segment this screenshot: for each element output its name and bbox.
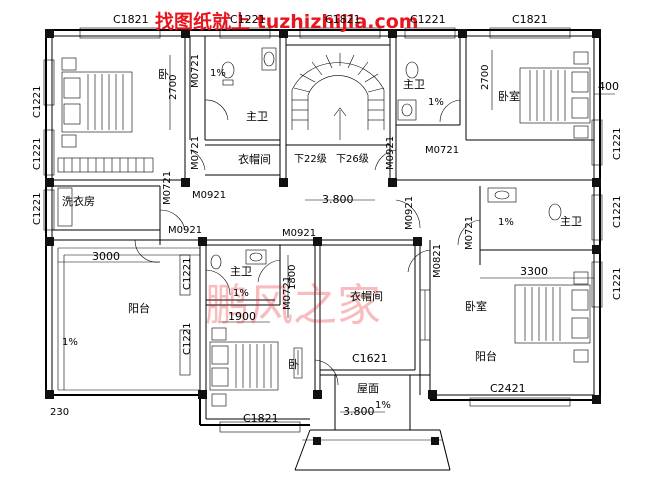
window-label: C1221 xyxy=(32,86,43,118)
door-label: M0721 xyxy=(282,276,293,310)
room-name: 卧室 xyxy=(465,299,487,313)
door-label: M0721 xyxy=(464,216,475,250)
window-label: C1221 xyxy=(612,196,623,228)
window-label: C1221 xyxy=(182,323,193,355)
washing-machine-icon xyxy=(57,187,73,227)
slope-label: 1% xyxy=(375,400,391,411)
sink-icon xyxy=(245,249,267,265)
door-label: M0721 xyxy=(162,171,173,205)
dimension-label: 3300 xyxy=(520,265,548,278)
sink-icon xyxy=(397,99,417,121)
room-name: 屋面 xyxy=(357,382,379,395)
window-label: C1821 xyxy=(243,412,279,425)
bed-icon xyxy=(519,51,591,139)
room-name: 阳台 xyxy=(128,301,150,315)
bed-icon xyxy=(209,327,279,407)
door-label: M0921 xyxy=(404,196,415,230)
structural-columns xyxy=(45,29,601,445)
door-label: M0721 xyxy=(190,54,201,88)
room-name: 衣帽间 xyxy=(238,152,271,166)
dimension-label: 2700 xyxy=(480,65,491,90)
slope-label: 1% xyxy=(498,217,514,228)
door-label: M0821 xyxy=(432,244,443,278)
window-label: C1221 xyxy=(32,138,43,170)
watermark-text: 鹏风之家 xyxy=(205,280,381,331)
door-label: M0921 xyxy=(282,228,316,239)
slope-label: 1% xyxy=(428,97,444,108)
window-strips xyxy=(43,27,603,433)
hanger-rail-icon xyxy=(293,289,431,379)
toilet-icon xyxy=(548,203,562,221)
room-name: 阳台 xyxy=(475,349,497,363)
toilet-icon xyxy=(210,254,222,270)
dimension-label: 2700 xyxy=(168,75,179,100)
stair-label: 下26级 xyxy=(336,153,369,165)
room-name: 卧室 xyxy=(498,89,520,103)
window-label: C2421 xyxy=(490,382,526,395)
room-name: 主卫 xyxy=(230,265,252,278)
window-label: C1221 xyxy=(230,13,266,26)
site-title: 找图纸就上 tuzhizhijia.com xyxy=(155,10,419,33)
room-name: 卧 xyxy=(288,358,299,371)
slope-label: 1% xyxy=(210,68,226,79)
room-name: 主卫 xyxy=(246,110,268,123)
window-label: C1221 xyxy=(410,13,446,26)
dimension-label: 230 xyxy=(50,407,69,418)
dimension-label: 400 xyxy=(598,80,619,93)
room-name: 卧 xyxy=(158,68,169,81)
door-label: M0721 xyxy=(425,145,459,156)
toilet-icon xyxy=(405,61,419,79)
door-label: M0721 xyxy=(190,136,201,170)
elevation-label: 3.800 xyxy=(343,405,375,418)
room-name: 主卫 xyxy=(560,215,582,228)
slope-label: 1% xyxy=(62,337,78,348)
door-label: M0921 xyxy=(168,225,202,236)
room-name: 主卫 xyxy=(403,78,425,91)
toilet-icon xyxy=(221,61,235,86)
dimension-label: 3000 xyxy=(92,250,120,263)
door-swings xyxy=(134,99,481,386)
window-label: C1621 xyxy=(352,352,388,365)
sink-icon xyxy=(487,187,517,203)
staircase xyxy=(291,53,385,140)
window-label: C1821 xyxy=(325,13,361,26)
stair-label: 下22级 xyxy=(294,153,327,165)
door-label: M0921 xyxy=(192,190,226,201)
dimension-label: 1800 xyxy=(287,265,298,290)
window-label: C1221 xyxy=(182,258,193,290)
wardrobe-icon xyxy=(57,157,154,173)
sink-icon xyxy=(261,47,277,71)
window-label: C1221 xyxy=(612,128,623,160)
door-label: M0921 xyxy=(385,136,396,170)
room-name: 洗衣房 xyxy=(62,194,95,208)
room-name: 衣帽间 xyxy=(350,289,383,303)
window-label: C1821 xyxy=(113,13,149,26)
dimension-label: 1900 xyxy=(228,310,256,323)
dimension-lines xyxy=(58,50,615,413)
bed-icon xyxy=(514,271,591,363)
slope-label: 1% xyxy=(233,288,249,299)
elevation-label: 3.800 xyxy=(322,193,354,206)
window-label: C1221 xyxy=(612,268,623,300)
bed-icon xyxy=(61,57,133,148)
window-label: C1221 xyxy=(32,193,43,225)
window-label: C1821 xyxy=(512,13,548,26)
